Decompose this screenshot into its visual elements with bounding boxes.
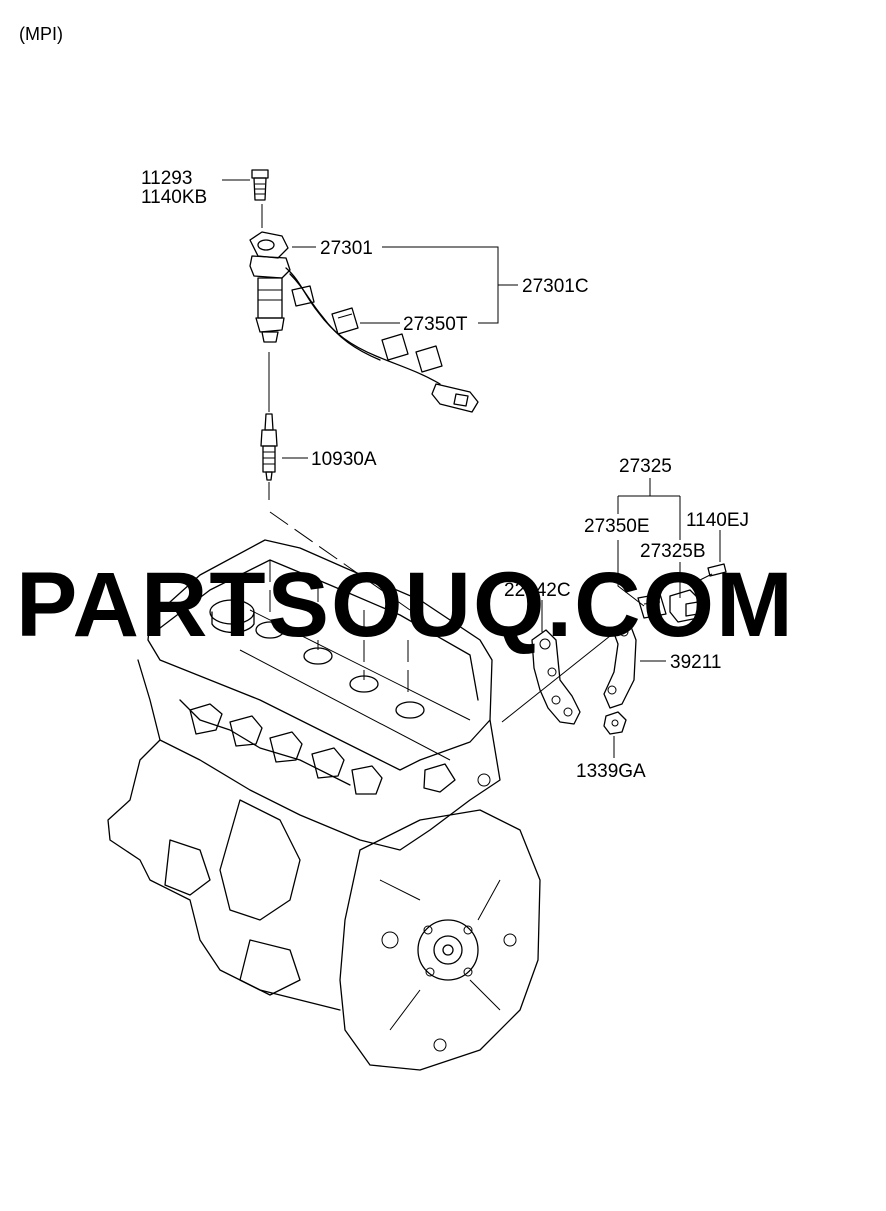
callout-27325b[interactable]: 27325B <box>640 541 706 562</box>
callout-39211[interactable]: 39211 <box>670 652 721 673</box>
engine-block <box>107 539 541 1071</box>
callout-22342c[interactable]: 22342C <box>504 580 571 601</box>
sensor-part[interactable] <box>669 589 701 623</box>
harness-part[interactable] <box>285 267 479 413</box>
bolt-part[interactable] <box>251 169 269 228</box>
ignition-coil-part[interactable] <box>249 231 291 343</box>
callout-27301c[interactable]: 27301C <box>522 276 589 297</box>
callout-10930a[interactable]: 10930A <box>311 449 377 470</box>
bolt-1140ej-part[interactable] <box>699 563 727 581</box>
callout-1339ga[interactable]: 1339GA <box>576 761 646 782</box>
bracket-22342c-part[interactable] <box>531 629 581 725</box>
callout-27350e[interactable]: 27350E <box>584 516 650 537</box>
spark-plug-part[interactable] <box>260 352 278 500</box>
callout-27325[interactable]: 27325 <box>619 456 672 477</box>
leader-lines <box>222 179 721 758</box>
bracket-39211-part[interactable] <box>603 623 637 709</box>
callout-27350t[interactable]: 27350T <box>403 314 468 335</box>
callout-27301[interactable]: 27301 <box>320 238 373 259</box>
nut-part[interactable] <box>603 711 627 735</box>
sensor-connector-part[interactable] <box>637 593 667 619</box>
variant-label: (MPI) <box>19 24 63 44</box>
callout-11293[interactable]: 11293 <box>141 168 192 189</box>
callout-1140ej[interactable]: 1140EJ <box>686 510 749 531</box>
watermark: PARTSOUQ.COM <box>16 554 795 656</box>
callout-1140kb[interactable]: 1140KB <box>141 187 207 208</box>
